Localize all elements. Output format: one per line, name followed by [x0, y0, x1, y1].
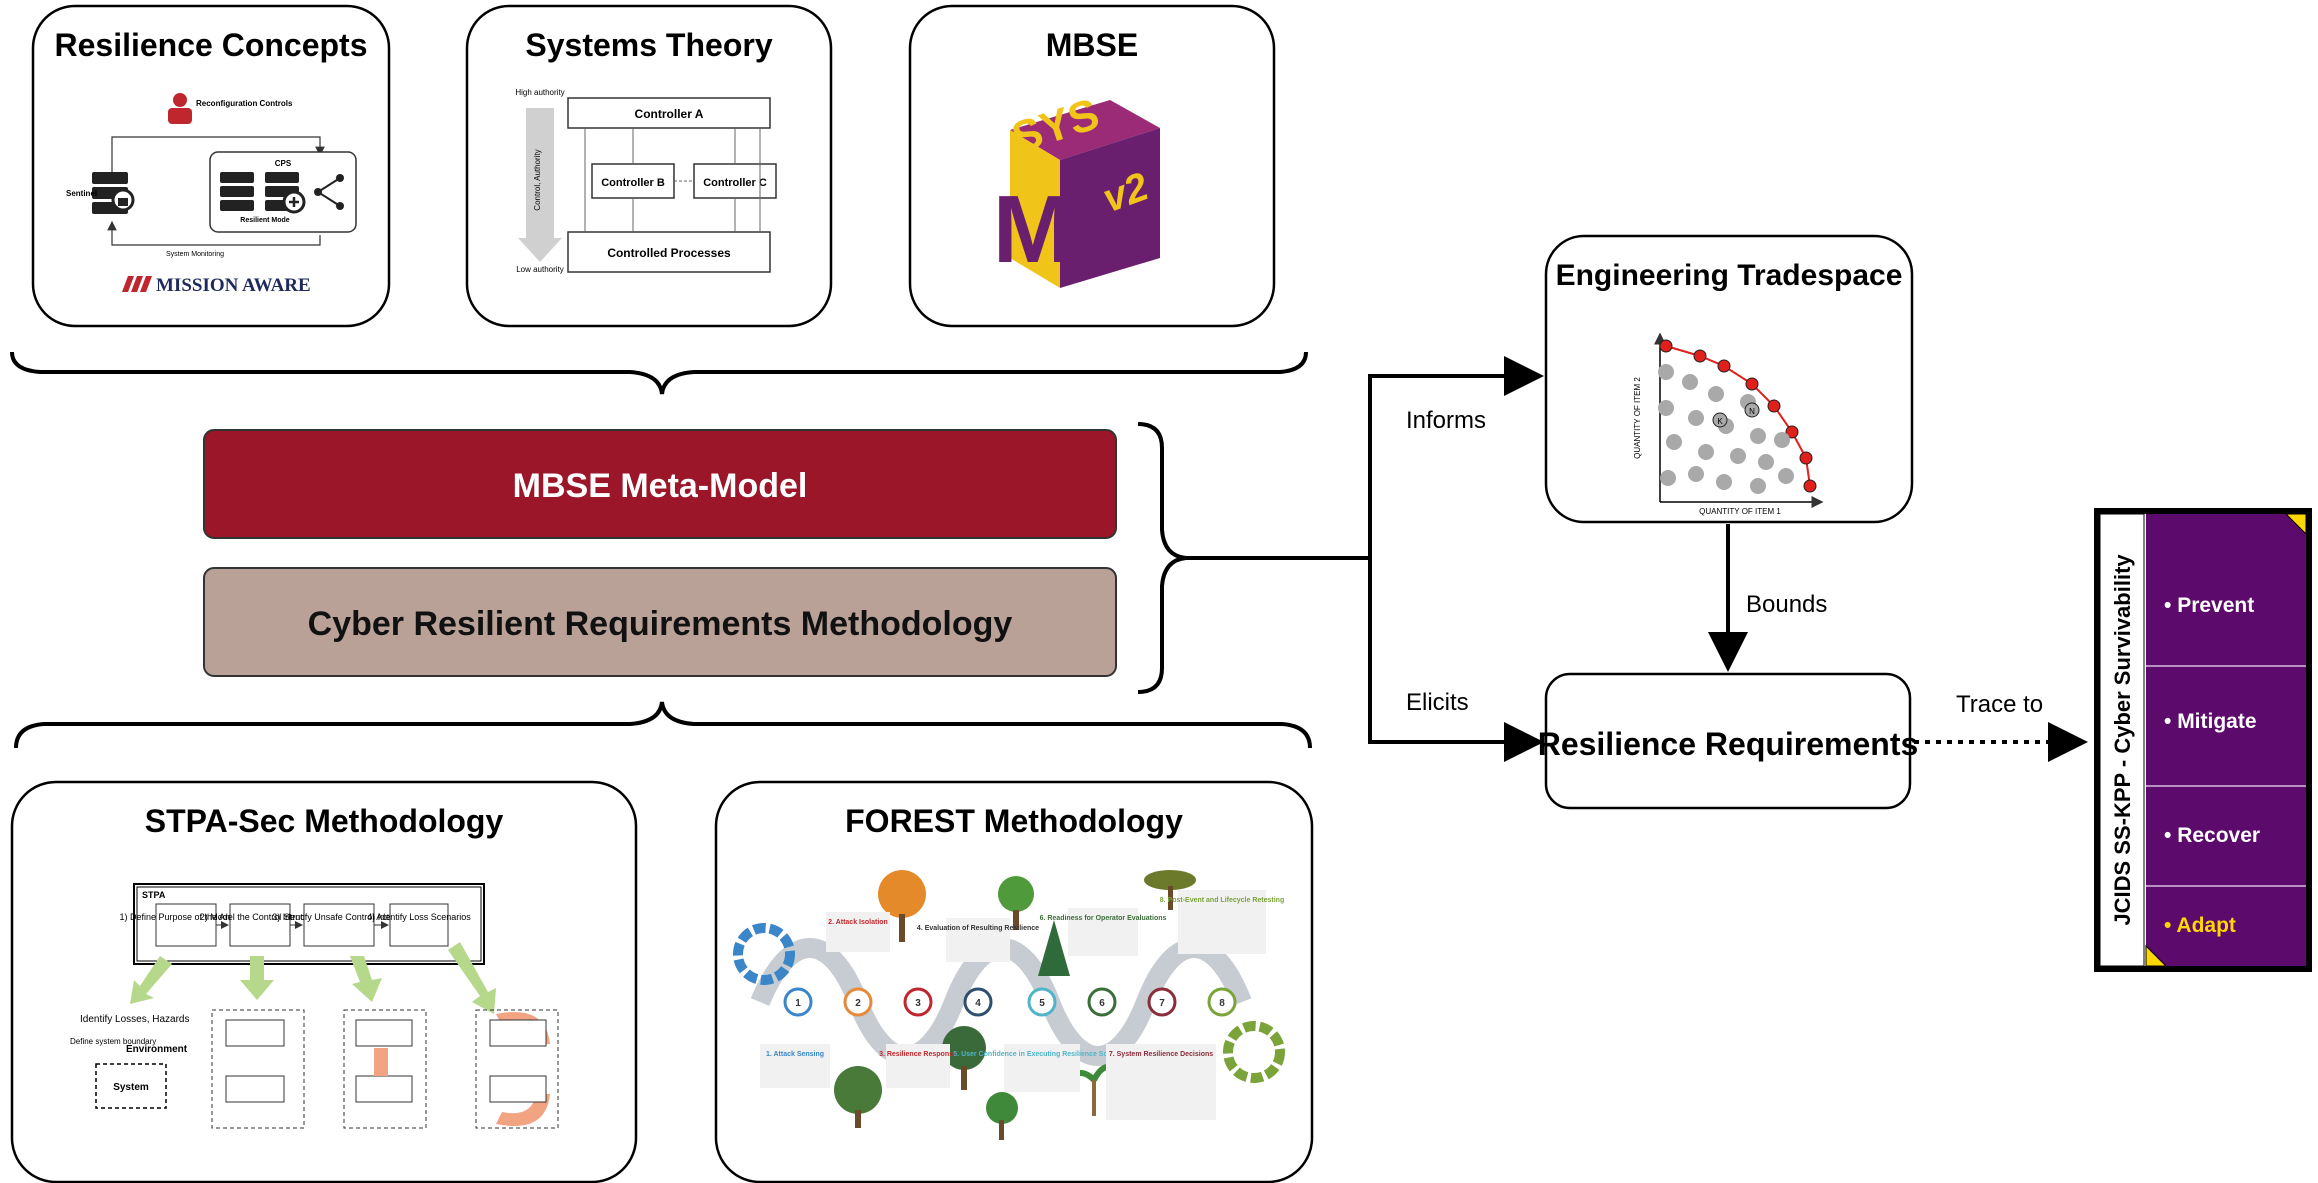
forest-panel: FOREST Methodology 1 2 3 4 5 6 7 8	[714, 780, 1314, 1183]
losses-label: Identify Losses, Hazards	[80, 1014, 190, 1025]
sysml-cube-logo: SYS ML v2	[993, 89, 1160, 288]
share-icon	[314, 174, 344, 210]
tradespace-y-label: QUANTITY OF ITEM 2	[1633, 377, 1642, 459]
point-n-label: N	[1749, 407, 1755, 416]
forest-step-1-label: 1. Attack Sensing	[766, 1051, 824, 1058]
resilient-mode-label: Resilient Mode	[240, 217, 290, 224]
controller-b-label: Controller B	[601, 177, 665, 189]
system-label: System	[113, 1082, 149, 1093]
forest-title: FOREST Methodology	[845, 803, 1183, 839]
system-box	[95, 1063, 167, 1109]
low-authority-label: Low authority	[516, 265, 564, 274]
operator-icon	[168, 93, 192, 124]
forest-step-4-label: 4. Evaluation of Resulting Resilience	[917, 925, 1039, 932]
controller-a-box	[567, 97, 771, 129]
tradespace-title: Engineering Tradespace	[1556, 259, 1903, 292]
resilience-concepts-title: Resilience Concepts	[55, 27, 368, 63]
stpa-title: STPA-Sec Methodology	[145, 803, 504, 839]
controlled-processes-box	[567, 231, 771, 273]
stpa-step-1-label: 1) Define Purpose of the Analysis	[119, 912, 253, 922]
forest-step-circles	[783, 987, 1237, 1017]
resilience-concepts-panel: Resilience Concepts Reconfiguration Cont…	[31, 4, 391, 328]
pareto-points	[1659, 339, 1817, 493]
methodology-bar: Cyber Resilient Requirements Methodology	[203, 567, 1117, 677]
forest-number-1: 1	[795, 998, 801, 1009]
jcids-item-mitigate: • Mitigate	[2164, 710, 2257, 733]
jcids-item-prevent: • Prevent	[2164, 594, 2254, 617]
forest-number-2: 2	[855, 998, 861, 1009]
forest-step-5-label: 5. User Confidence in Executing Resilien…	[953, 1051, 1130, 1058]
forest-number-3: 3	[915, 998, 921, 1009]
elicits-label: Elicits	[1406, 689, 1469, 716]
gear-icon	[733, 923, 1285, 1083]
forest-number-7: 7	[1159, 998, 1165, 1009]
forest-number-8: 8	[1219, 998, 1225, 1009]
requirements-box: Resilience Requirements	[1538, 672, 1919, 810]
authority-axis-label: Control, Authority	[533, 149, 542, 210]
tree-icons	[834, 870, 1196, 1140]
forest-step-3-label: 3. Resilience Response	[879, 1051, 957, 1058]
stpa-step-2-label: 2) Model the Control Structure	[200, 912, 321, 922]
point-k-label: K	[1717, 417, 1723, 426]
mission-aware-logo: MISSION AWARE	[122, 275, 311, 296]
stpa-step-3: 3) Identify Unsafe Control Actions	[272, 903, 406, 947]
meta-model-bar: MBSE Meta-Model	[203, 429, 1117, 539]
tradespace-x-label: QUANTITY OF ITEM 1	[1699, 507, 1781, 516]
jcids-panel: JCIDS SS-KPP - Cyber Survivability • Pre…	[2094, 508, 2312, 972]
forest-number-6: 6	[1099, 998, 1105, 1009]
requirements-label: Resilience Requirements	[1538, 726, 1919, 762]
stpa-green-arrows	[130, 942, 496, 1014]
sentinel-label: Sentinel	[66, 189, 97, 198]
controller-c-label: Controller C	[703, 177, 767, 189]
bottom-brace	[14, 701, 1312, 749]
controller-a-label: Controller A	[635, 107, 704, 121]
mbse-panel: MBSE SYS ML v2	[908, 4, 1276, 328]
systems-theory-panel: Systems Theory High authority Low author…	[465, 4, 833, 328]
high-authority-label: High authority	[515, 88, 564, 97]
bounds-label: Bounds	[1746, 591, 1827, 618]
connector-lines	[1186, 356, 1748, 762]
forest-number-4: 4	[975, 998, 981, 1009]
stpa-step-1: 1) Define Purpose of the Analysis	[119, 903, 253, 947]
stpa-panel: STPA-Sec Methodology STPA 1) Define Purp…	[10, 780, 638, 1183]
jcids-item-adapt: • Adapt	[2164, 914, 2236, 937]
sysml-ml-text: ML	[993, 176, 1132, 283]
mbse-title: MBSE	[1046, 27, 1138, 63]
jcids-title: JCIDS SS-KPP - Cyber Survivability	[2110, 554, 2135, 926]
cps-label: CPS	[275, 159, 292, 168]
controlled-processes-label: Controlled Processes	[607, 246, 731, 260]
top-brace	[10, 351, 1308, 395]
reconfig-label: Reconfiguration Controls	[196, 99, 293, 108]
forest-step-6-label: 6. Readiness for Operator Evaluations	[1040, 915, 1167, 922]
sentinel-server-icon	[92, 172, 135, 214]
stpa-step-4: 4) Identify Loss Scenarios	[367, 903, 471, 947]
tradespace-panel: Engineering Tradespace QUANTITY OF ITEM …	[1544, 234, 1914, 524]
meta-model-label: MBSE Meta-Model	[513, 467, 808, 505]
informs-label: Informs	[1406, 407, 1486, 434]
stpa-step-3-label: 3) Identify Unsafe Control Actions	[272, 912, 406, 922]
center-brace	[1137, 422, 1187, 694]
methodology-label: Cyber Resilient Requirements Methodology	[308, 605, 1013, 643]
authority-arrow-icon	[518, 108, 562, 262]
stpa-step-4-label: 4) Identify Loss Scenarios	[367, 912, 471, 922]
forest-step-2-label: 2. Attack Isolation	[828, 919, 888, 926]
tradespace-points	[1658, 364, 1794, 494]
trace-to-label: Trace to	[1956, 691, 2043, 718]
jcids-item-recover: • Recover	[2164, 824, 2260, 847]
control-structure-diagrams	[211, 1009, 559, 1129]
forest-step-7-label: 7. System Resilience Decisions	[1109, 1051, 1213, 1058]
controller-b-box	[591, 163, 675, 199]
systems-theory-title: Systems Theory	[525, 27, 772, 63]
boundary-label: Define system boundary	[70, 1037, 156, 1046]
mission-aware-text: MISSION AWARE	[156, 275, 311, 296]
forest-step-8-label: 8. Post-Event and Lifecycle Retesting	[1160, 897, 1284, 904]
environment-label: Environment	[126, 1044, 188, 1055]
forest-number-5: 5	[1039, 998, 1045, 1009]
monitoring-label: System Monitoring	[166, 251, 224, 258]
stpa-frame-label: STPA	[142, 890, 166, 900]
cps-server-icon	[220, 172, 306, 214]
